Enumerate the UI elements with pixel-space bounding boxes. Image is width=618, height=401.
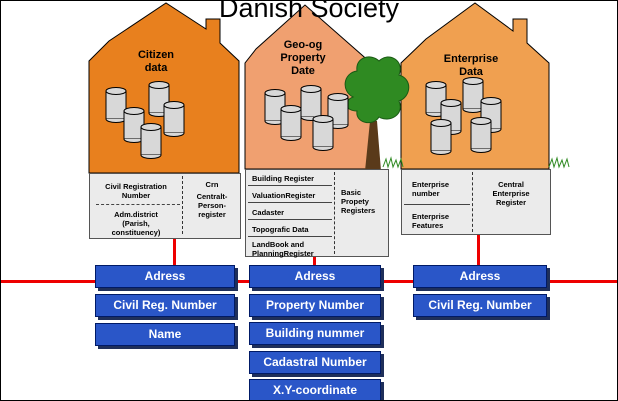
property-number-box: Property Number (249, 294, 381, 317)
enterprise-register-panel: Enterprise number Enterprise Features Ce… (401, 169, 551, 235)
geo-label-line2: Property (280, 52, 326, 64)
building-nummer-box: Building nummer (249, 322, 381, 345)
citizen-house-label: Citizen data (111, 49, 201, 75)
geo-connector (313, 255, 316, 267)
valuation-register-label: ValuationRegister (252, 191, 316, 200)
houses-illustration (88, 2, 570, 174)
geo-label-line1: Geo-og (283, 39, 323, 51)
basic-property-registers-label: Basic Propety Registers (341, 188, 376, 215)
geo-house-label: Geo-og Property Date (263, 39, 343, 78)
geo-register-panel: Building Register ValuationRegister Cada… (245, 169, 389, 258)
enterprise-adress-box: Adress (413, 265, 547, 288)
citizen-civil-reg-number-box: Civil Reg. Number (95, 294, 235, 317)
xy-coordinate-box: X.Y-coordinate (249, 379, 381, 400)
citizen-connector (173, 237, 176, 265)
central-person-register-label: Centralt- Person- register (196, 192, 228, 219)
enterprise-label-line2: Data (459, 66, 483, 78)
civil-registration-label: Civil Registration Number (105, 182, 167, 200)
citizen-label-line2: data (144, 62, 168, 74)
building-register-label: Building Register (252, 174, 315, 183)
landbook-register-label: LandBook and PlanningRegister (252, 240, 314, 258)
citizen-label-line1: Citizen (137, 49, 175, 61)
enterprise-connector (477, 233, 480, 265)
enterprise-house-label: Enterprise Data (426, 53, 516, 79)
citizen-adress-box: Adress (95, 265, 235, 288)
geo-database-icon (264, 85, 349, 151)
citizen-name-box: Name (95, 323, 235, 346)
enterprise-database-icon (425, 77, 502, 155)
enterprise-features-label: Enterprise Features (412, 212, 450, 230)
enterprise-label-line1: Enterprise (443, 53, 499, 65)
geo-label-line3: Date (291, 65, 315, 77)
crn-label: Crn (205, 180, 219, 189)
cadastral-number-box: Cadastral Number (249, 351, 381, 374)
cadaster-label: Cadaster (252, 208, 285, 217)
citizen-database-icon (105, 81, 185, 159)
central-enterprise-register-label: Central Enterprise Register (492, 180, 530, 207)
enterprise-number-label: Enterprise number (412, 180, 450, 198)
enterprise-civil-reg-number-box: Civil Reg. Number (413, 294, 547, 317)
tree-icon (344, 56, 410, 171)
diagram-title: Danish Society (218, 0, 400, 23)
grass-icon (382, 156, 570, 169)
adm-district-label: Adm.district (Parish, constituency) (111, 210, 161, 237)
citizen-register-panel: Civil Registration Number Adm.district (… (89, 173, 241, 239)
geo-adress-box: Adress (249, 265, 381, 288)
topografic-data-label: Topografic Data (252, 225, 309, 234)
